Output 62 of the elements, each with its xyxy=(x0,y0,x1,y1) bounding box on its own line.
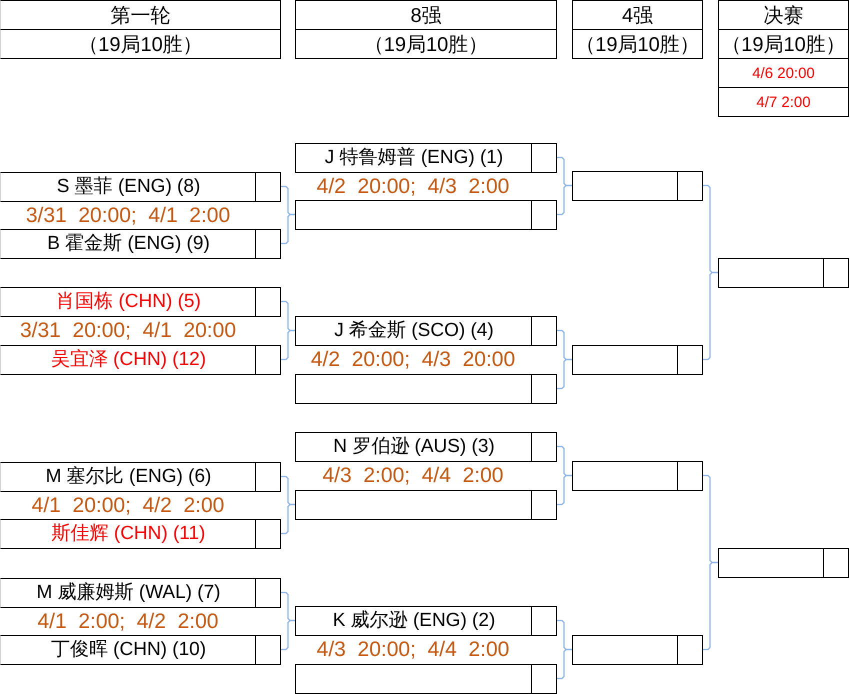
bracket-line xyxy=(281,330,295,360)
player-slot xyxy=(0,519,281,549)
player-slot xyxy=(572,345,703,375)
round-title: 8强 xyxy=(295,0,557,30)
player-slot xyxy=(295,664,557,694)
round-title: 4强 xyxy=(572,0,703,30)
player-slot xyxy=(295,374,557,404)
match-schedule: 4/3 2:00; 4/4 2:00 xyxy=(322,464,504,488)
bracket-line xyxy=(281,504,295,534)
bracket-line xyxy=(557,648,572,680)
player-slot xyxy=(295,432,557,462)
round-title: 第一轮 xyxy=(0,0,281,30)
player-slot xyxy=(0,578,281,608)
player-slot xyxy=(295,143,557,173)
player-slot xyxy=(295,490,557,520)
player-name: N 罗伯逊 (AUS) (3) xyxy=(333,436,495,458)
match-schedule: 3/31 20:00; 4/1 20:00 xyxy=(20,319,236,343)
player-name: S 墨菲 (ENG) (8) xyxy=(56,176,200,198)
match-schedule: 4/2 20:00; 4/3 20:00 xyxy=(310,348,516,372)
player-name: 吴宜泽 (CHN) (12) xyxy=(50,349,206,371)
player-slot xyxy=(295,200,557,230)
player-name: 丁俊晖 (CHN) (10) xyxy=(50,639,206,661)
match-schedule: 3/31 20:00; 4/1 2:00 xyxy=(26,204,230,228)
player-slot xyxy=(718,258,849,288)
player-name: 肖国栋 (CHN) (5) xyxy=(56,291,201,313)
match-format: （19局10胜） xyxy=(295,29,557,59)
match-schedule: 4/2 20:00; 4/3 2:00 xyxy=(316,175,510,199)
match-schedule: 4/1 2:00; 4/2 2:00 xyxy=(38,610,218,634)
bracket-line xyxy=(281,620,295,650)
player-name: K 威尔逊 (ENG) (2) xyxy=(332,610,496,632)
player-slot xyxy=(0,287,281,317)
match-schedule: 4/1 20:00; 4/2 2:00 xyxy=(32,494,224,518)
player-slot xyxy=(572,461,703,491)
match-format: （19局10胜） xyxy=(718,29,849,59)
bracket-line xyxy=(703,562,718,650)
player-slot xyxy=(0,345,281,375)
player-slot xyxy=(572,635,703,665)
match-format: （19局10胜） xyxy=(0,29,281,59)
player-name: M 塞尔比 (ENG) (6) xyxy=(46,466,212,488)
player-slot xyxy=(0,635,281,665)
bracket-line xyxy=(703,272,718,360)
final-schedule: 4/6 20:00 xyxy=(718,58,849,88)
player-slot xyxy=(718,548,849,578)
match-schedule: 4/3 20:00; 4/4 2:00 xyxy=(316,638,510,662)
player-slot xyxy=(0,462,281,492)
final-schedule: 4/7 2:00 xyxy=(718,87,849,117)
bracket-line xyxy=(557,184,572,216)
player-name: B 霍金斯 (ENG) (9) xyxy=(47,233,210,255)
match-format: （19局10胜） xyxy=(572,29,703,59)
bracket-line xyxy=(281,214,295,244)
player-slot xyxy=(0,172,281,202)
player-slot xyxy=(295,606,557,636)
round-title: 决赛 xyxy=(718,0,849,30)
player-slot xyxy=(295,316,557,346)
bracket-line xyxy=(557,358,572,390)
player-name: 斯佳辉 (CHN) (11) xyxy=(52,523,206,545)
player-name: J 特鲁姆普 (ENG) (1) xyxy=(324,147,504,169)
player-slot xyxy=(572,171,703,201)
player-slot xyxy=(0,229,281,259)
bracket-line xyxy=(557,474,572,506)
player-name: M 威廉姆斯 (WAL) (7) xyxy=(36,582,220,604)
player-name: J 希金斯 (SCO) (4) xyxy=(334,320,494,342)
